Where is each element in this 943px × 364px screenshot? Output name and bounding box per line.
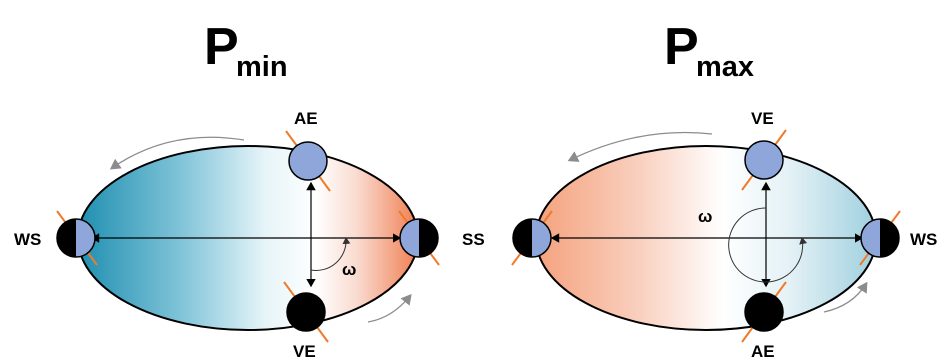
left-ss-label: SS (462, 230, 485, 249)
right-title-main: P (664, 18, 699, 76)
left-planet-ss (398, 210, 440, 266)
right-omega-arc (728, 207, 808, 283)
right-planet-ws (859, 210, 901, 266)
right-panel: P max ω WS VE (511, 18, 937, 361)
left-title-sub: min (236, 51, 288, 83)
left-planet-ve (283, 281, 329, 343)
left-ws-label: WS (14, 230, 41, 249)
right-planet-ae (741, 281, 787, 343)
left-omega-label: ω (342, 260, 356, 279)
left-planet-ae (285, 130, 331, 192)
right-planet-left (511, 210, 553, 266)
left-title-main: P (204, 18, 239, 76)
right-ve-label: VE (751, 109, 774, 128)
left-ve-label: VE (293, 342, 316, 361)
right-ae-label: AE (751, 342, 775, 361)
right-omega-label: ω (698, 207, 712, 226)
right-ws-label: WS (910, 230, 937, 249)
right-motion-arrow-top (567, 131, 713, 162)
left-panel: P min ω WS SS AE (14, 18, 485, 361)
left-planet-ws (56, 210, 98, 266)
left-omega-arc (310, 237, 351, 271)
right-motion-arrow-bottom (823, 281, 868, 313)
left-ae-label: AE (294, 109, 318, 128)
right-planet-ve (741, 129, 787, 191)
left-motion-arrow-top (109, 136, 245, 170)
right-title-sub: max (696, 51, 754, 83)
left-motion-arrow-bottom (367, 293, 412, 323)
